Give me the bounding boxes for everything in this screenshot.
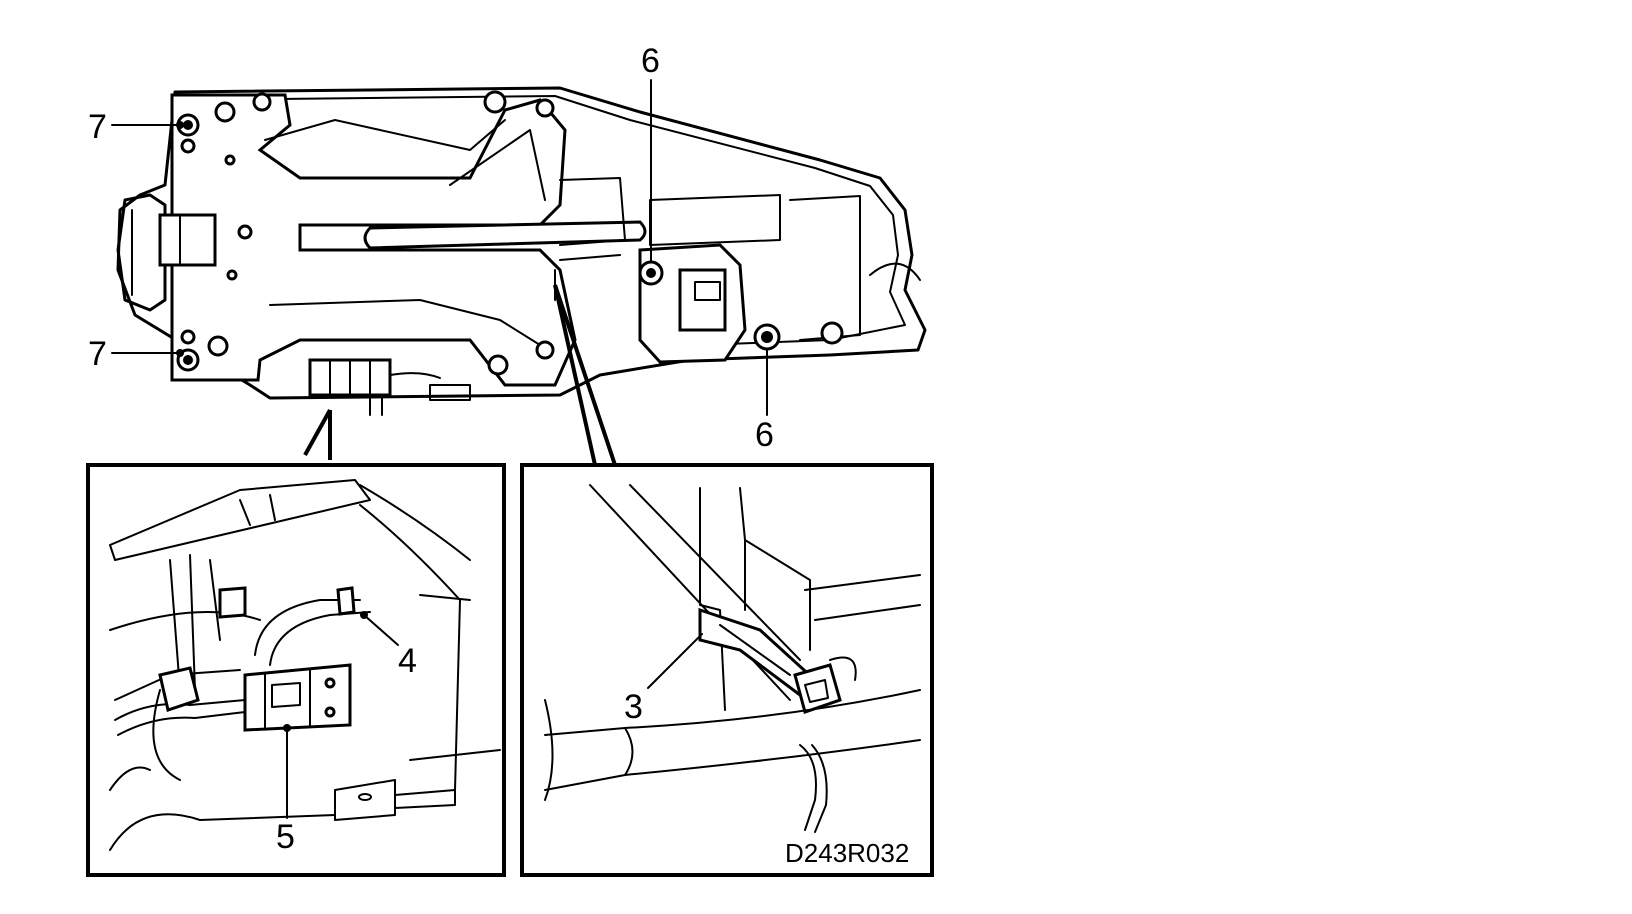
inset-right-panel: [520, 463, 934, 877]
callout-label: 7: [88, 335, 107, 373]
callout-label: 6: [755, 416, 774, 454]
callout-3: 3: [624, 633, 703, 726]
connector-icon: [243, 663, 352, 732]
main-assembly: [116, 86, 927, 416]
callout-4: 4: [360, 611, 417, 680]
callout-label: 7: [88, 108, 107, 146]
callout-7-top: 7: [88, 108, 184, 146]
cable-clip-icon: [336, 586, 356, 616]
callout-label: 3: [624, 688, 643, 726]
bolt-icon: [176, 113, 200, 137]
callout-6-top: 6: [641, 42, 660, 263]
inset-left-panel: [86, 463, 506, 877]
callout-label: 4: [398, 642, 417, 680]
bolt-icon: [638, 260, 664, 286]
figure-code: D243R032: [785, 838, 909, 868]
callout-7-bottom: 7: [88, 335, 184, 373]
callout-6-bottom: 6: [755, 348, 774, 454]
callout-5: 5: [276, 724, 295, 856]
callout-label: 5: [276, 818, 295, 856]
bolt-icon: [753, 323, 781, 351]
callout-label: 6: [641, 42, 660, 80]
